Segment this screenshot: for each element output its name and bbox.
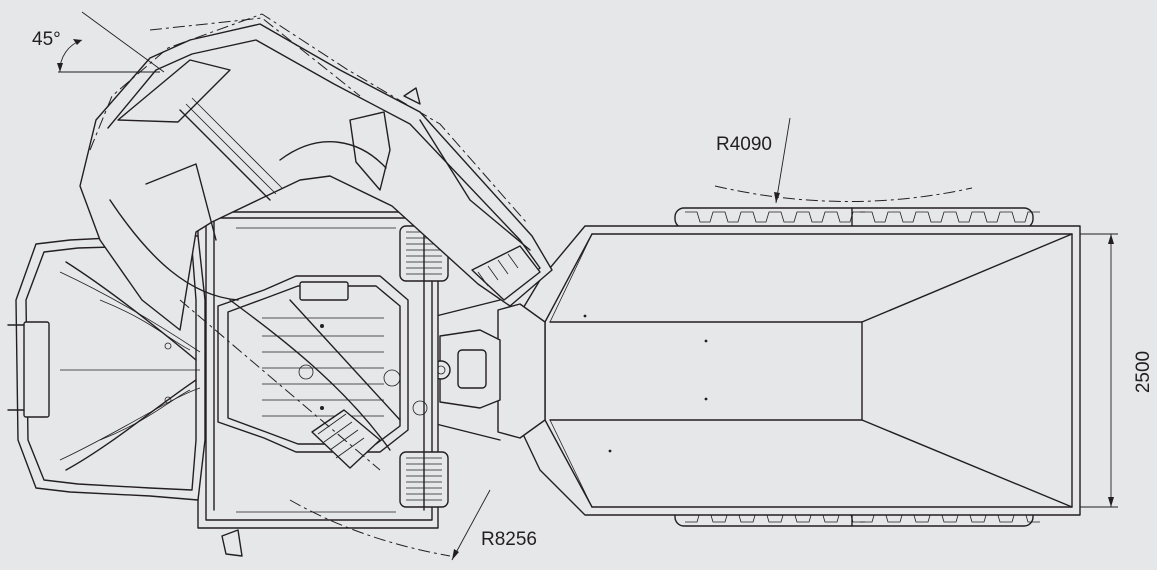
angle-annotation: 45° <box>32 11 165 73</box>
width-dimension: 2500 <box>1080 233 1154 508</box>
dump-body <box>497 207 1081 527</box>
upper-track <box>674 207 1040 229</box>
articulation-joint <box>419 299 501 441</box>
outer-radius-label: R4090 <box>716 134 772 155</box>
chassis <box>197 179 449 557</box>
outer-radius-annotation: R4090 <box>714 117 973 204</box>
slewed-superstructure <box>79 13 553 471</box>
width-label: 2500 <box>1133 351 1154 393</box>
turning-radius-label: R8256 <box>481 529 537 550</box>
turning-radius-annotation: R8256 <box>289 489 537 561</box>
angle-label: 45° <box>32 29 61 50</box>
